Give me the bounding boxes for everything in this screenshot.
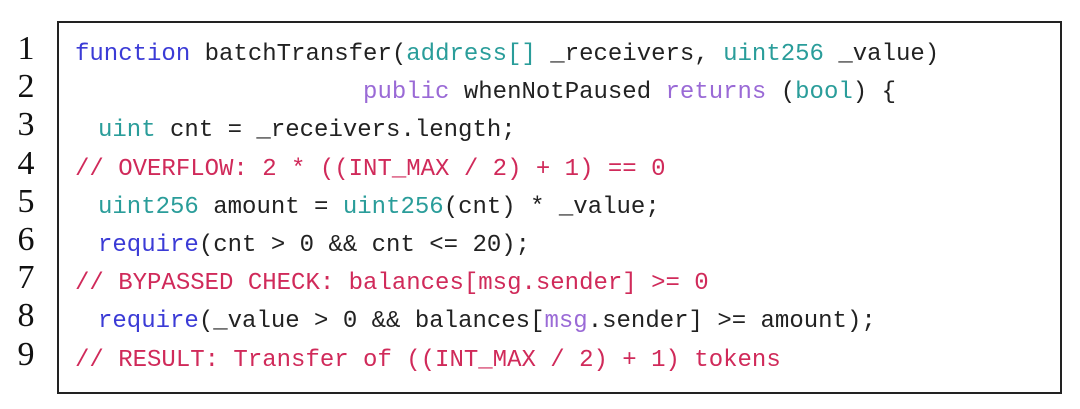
code-token: .sender] >= amount); [587, 308, 876, 336]
code-line: uint256 amount = uint256(cnt) * _value; [75, 189, 939, 227]
code-line: // OVERFLOW: 2 * ((INT_MAX / 2) + 1) == … [75, 151, 939, 189]
code-token: address[] [406, 41, 536, 68]
code-token: whenNotPaused [449, 79, 666, 107]
code-token: _receivers, [535, 41, 724, 68]
code-token: (cnt) * _value; [443, 193, 660, 221]
code-token: ) { [852, 79, 896, 107]
code-token: uint256 [723, 41, 824, 68]
code-listing: function batchTransfer(address[] _receiv… [75, 36, 939, 380]
code-listing-frame [57, 21, 1062, 394]
code-token: public [363, 79, 450, 107]
code-token: msg [544, 308, 588, 336]
code-token: _value) [823, 41, 940, 68]
code-token: amount = [198, 193, 343, 221]
code-token: // RESULT: Transfer of ((INT_MAX / 2) + … [75, 346, 781, 374]
code-token: uint [98, 117, 156, 145]
code-line: // RESULT: Transfer of ((INT_MAX / 2) + … [75, 342, 939, 380]
code-line: public whenNotPaused returns (bool) { [75, 74, 939, 112]
code-token: uint256 [98, 193, 199, 221]
code-token: returns [665, 79, 767, 107]
line-number: 8 [17, 297, 35, 335]
line-number: 7 [17, 259, 35, 297]
code-token: bool [795, 79, 853, 107]
line-number: 2 [17, 68, 35, 106]
code-token: (_value > 0 && balances[ [198, 308, 545, 336]
code-token: ( [766, 79, 796, 107]
code-token: // BYPASSED CHECK: balances[msg.sender] … [75, 270, 709, 298]
code-token: require [98, 308, 199, 336]
code-line: require(_value > 0 && balances[msg.sende… [75, 303, 939, 341]
code-token: // OVERFLOW: 2 * ((INT_MAX / 2) + 1) == … [75, 155, 666, 183]
line-number: 5 [17, 182, 35, 220]
code-token: cnt = _receivers.length; [155, 117, 516, 145]
line-number: 3 [17, 106, 35, 144]
code-token [75, 79, 363, 106]
code-line: function batchTransfer(address[] _receiv… [75, 36, 939, 74]
line-number: 1 [17, 30, 35, 67]
line-number: 9 [17, 335, 35, 373]
code-token: uint256 [342, 193, 444, 221]
line-number: 6 [17, 220, 35, 258]
code-line: require(cnt > 0 && cnt <= 20); [75, 227, 939, 265]
line-number: 4 [17, 144, 35, 182]
code-line: // BYPASSED CHECK: balances[msg.sender] … [75, 265, 939, 303]
code-token: function [75, 41, 191, 68]
code-token: (cnt > 0 && cnt <= 20); [198, 231, 531, 259]
code-line: uint cnt = _receivers.length; [75, 112, 939, 150]
code-token: batchTransfer( [190, 41, 407, 68]
code-token: require [98, 231, 199, 259]
